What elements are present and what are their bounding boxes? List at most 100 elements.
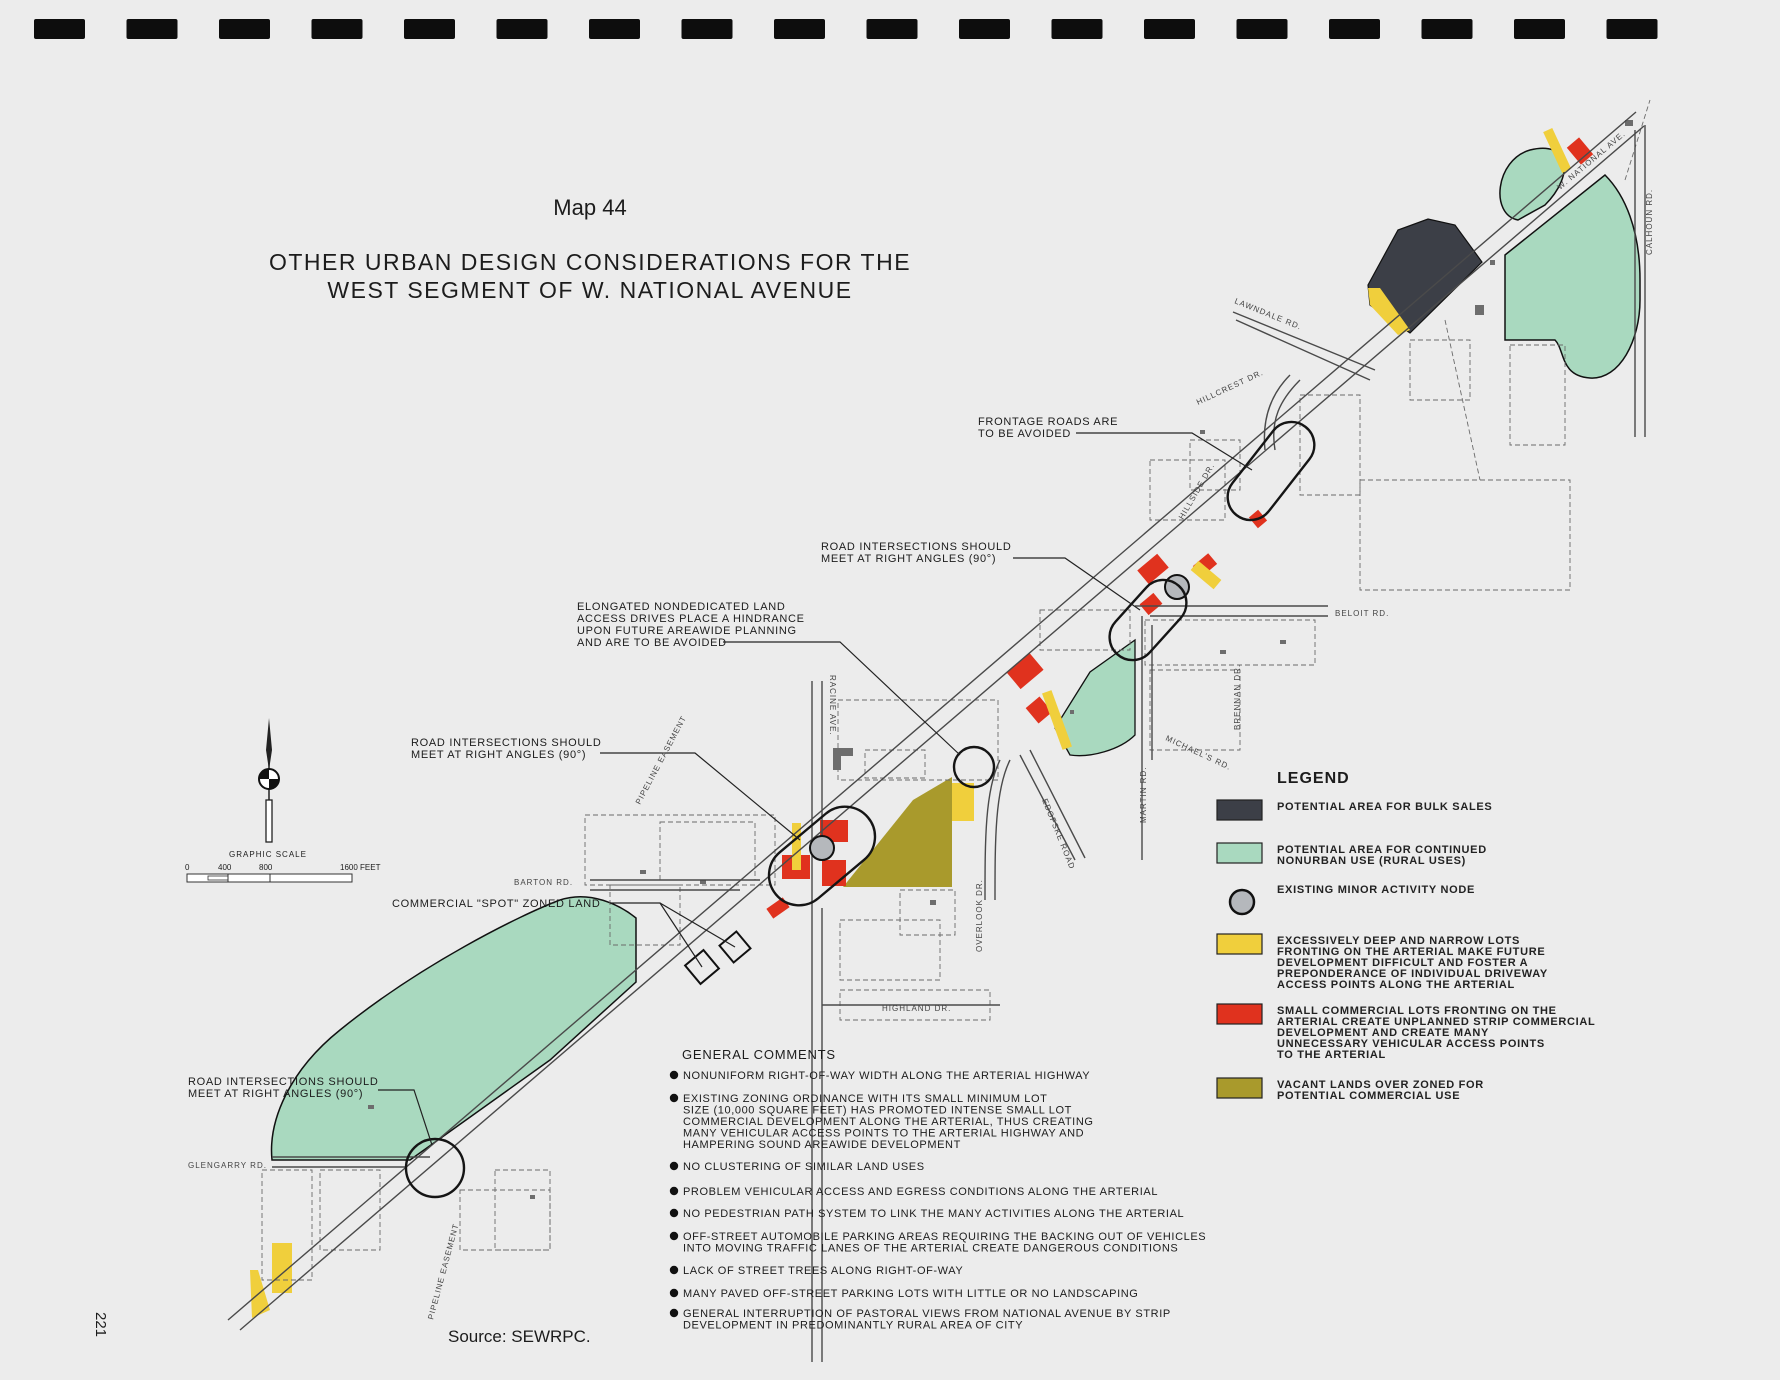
street-label-michaels: MICHAEL'S RD. bbox=[1164, 734, 1233, 772]
legend-swatch bbox=[1216, 842, 1263, 864]
binder-hole bbox=[1144, 19, 1195, 39]
martin-rd-road bbox=[1141, 616, 1153, 860]
street-label-overlook: OVERLOOK DR. bbox=[975, 879, 984, 952]
bullet-icon bbox=[669, 1070, 679, 1080]
binder-hole bbox=[126, 19, 178, 39]
street-label-beloit: BELOIT RD. bbox=[1335, 609, 1389, 618]
street-label-highland: HIGHLAND DR. bbox=[882, 1004, 951, 1013]
graphic-scale: GRAPHIC SCALE 0 400 800 1600 FEET bbox=[185, 850, 381, 883]
general-comment-item: GENERAL INTERRUPTION OF PASTORAL VIEWS F… bbox=[683, 1308, 1171, 1332]
annotation-spot-zoned: COMMERCIAL "SPOT" ZONED LAND bbox=[392, 898, 601, 910]
problem-ring-racine bbox=[767, 805, 877, 907]
general-comment-item: NONUNIFORM RIGHT-OF-WAY WIDTH ALONG THE … bbox=[683, 1070, 1090, 1082]
bullet-icon bbox=[669, 1208, 679, 1218]
annotation-elongated-drives: ELONGATED NONDEDICATED LAND ACCESS DRIVE… bbox=[577, 601, 808, 649]
general-comment-item: NO PEDESTRIAN PATH SYSTEM TO LINK THE MA… bbox=[683, 1208, 1184, 1220]
binder-hole bbox=[34, 19, 85, 39]
map-title-line-1: OTHER URBAN DESIGN CONSIDERATIONS FOR TH… bbox=[269, 249, 911, 275]
binder-hole bbox=[1421, 19, 1473, 39]
legend-swatch-activity-node bbox=[1228, 888, 1256, 916]
legend-item-label: EXISTING MINOR ACTIVITY NODE bbox=[1277, 884, 1475, 896]
beloit-rd-road bbox=[1135, 605, 1328, 617]
legend-swatch bbox=[1216, 1077, 1263, 1099]
commercial-lots bbox=[766, 137, 1594, 919]
rural-area-middle bbox=[1054, 638, 1136, 757]
legend-title: LEGEND bbox=[1277, 770, 1350, 787]
glengarry-rd-road bbox=[272, 1156, 430, 1168]
overlook-dr-road bbox=[984, 759, 1011, 901]
annotation-frontage-roads: FRONTAGE ROADS ARE TO BE AVOIDED bbox=[978, 416, 1122, 440]
leader-lines bbox=[378, 432, 1253, 1146]
legend-swatch bbox=[1216, 799, 1263, 821]
binder-hole bbox=[1514, 19, 1565, 39]
deep-lot-racine-east bbox=[952, 783, 974, 821]
annotation-intersection-upper: ROAD INTERSECTIONS SHOULD MEET AT RIGHT … bbox=[821, 541, 1015, 565]
barton-rd-road bbox=[590, 879, 760, 891]
w-national-ave-road bbox=[227, 111, 1645, 1331]
binder-hole bbox=[219, 19, 270, 39]
street-label-hillcrest: HILLCREST DR. bbox=[1195, 368, 1265, 407]
activity-node-racine bbox=[809, 835, 835, 861]
binder-hole bbox=[589, 19, 640, 39]
bullet-icon bbox=[669, 1265, 679, 1275]
bullet-icon bbox=[669, 1288, 679, 1298]
binder-hole bbox=[1606, 19, 1658, 39]
scale-tick-0: 0 bbox=[185, 863, 190, 872]
binder-hole bbox=[1051, 19, 1103, 39]
general-comments: GENERAL COMMENTS NONUNIFORM RIGHT-OF-WAY… bbox=[669, 1047, 1206, 1332]
problem-ring-beloit bbox=[1108, 578, 1188, 662]
bullet-icon bbox=[669, 1093, 679, 1103]
rural-area-west bbox=[270, 896, 637, 1161]
vacant-lands-area bbox=[843, 777, 952, 887]
street-label-hillside: HILLSIDE DR. bbox=[1177, 461, 1217, 521]
binder-hole bbox=[774, 19, 825, 39]
problem-ring-glengarry bbox=[404, 1137, 466, 1199]
street-label-pipeline-upper: PIPELINE EASEMENT bbox=[634, 714, 689, 806]
map-number: Map 44 bbox=[553, 195, 626, 220]
binder-hole bbox=[496, 19, 548, 39]
hillcrest-dr-road bbox=[1263, 374, 1301, 451]
lawndale-rd-road bbox=[1232, 311, 1376, 381]
binder-hole bbox=[1236, 19, 1288, 39]
annotation-intersection-mid: ROAD INTERSECTIONS SHOULD MEET AT RIGHT … bbox=[411, 737, 605, 761]
bullet-icon bbox=[669, 1161, 679, 1171]
street-label-martin: MARTIN RD. bbox=[1139, 766, 1148, 823]
binder-hole bbox=[866, 19, 918, 39]
bullet-icon bbox=[669, 1186, 679, 1196]
north-arrow-icon bbox=[258, 718, 280, 843]
street-label-barton: BARTON RD. bbox=[514, 878, 573, 887]
legend-swatch bbox=[1216, 933, 1263, 955]
scale-tick-1600: 1600 FEET bbox=[340, 863, 381, 872]
problem-ring-drive bbox=[952, 745, 996, 789]
street-label-brennan: BRENNAN DR. bbox=[1233, 664, 1242, 730]
spot-zoned-lot-2 bbox=[718, 930, 752, 964]
general-comment-item: PROBLEM VEHICULAR ACCESS AND EGRESS COND… bbox=[683, 1186, 1158, 1198]
problem-ring-frontage bbox=[1226, 420, 1316, 522]
source-note: Source: SEWRPC. bbox=[448, 1327, 591, 1346]
bullet-icon bbox=[669, 1231, 679, 1241]
general-comment-item: NO CLUSTERING OF SIMILAR LAND USES bbox=[683, 1161, 925, 1173]
scale-title: GRAPHIC SCALE bbox=[229, 850, 307, 859]
street-label-racine: RACINE AVE. bbox=[828, 675, 837, 736]
general-comment-item: MANY PAVED OFF-STREET PARKING LOTS WITH … bbox=[683, 1288, 1138, 1300]
annotation-intersection-lower: ROAD INTERSECTIONS SHOULD MEET AT RIGHT … bbox=[188, 1076, 382, 1100]
map-title-line-2: WEST SEGMENT OF W. NATIONAL AVENUE bbox=[327, 277, 852, 303]
binder-hole bbox=[681, 19, 733, 39]
street-label-pipeline-lower: PIPELINE EASEMENT bbox=[426, 1222, 460, 1320]
general-comment-item: LACK OF STREET TREES ALONG RIGHT-OF-WAY bbox=[683, 1265, 963, 1277]
scale-tick-800: 800 bbox=[259, 863, 273, 872]
legend-swatch bbox=[1216, 1003, 1263, 1025]
rural-area-east bbox=[1504, 173, 1641, 379]
racine-ave-road bbox=[811, 681, 823, 1362]
general-comments-title: GENERAL COMMENTS bbox=[682, 1047, 836, 1062]
street-label-glengarry: GLENGARRY RD. bbox=[188, 1161, 267, 1170]
buildings bbox=[368, 120, 1633, 1199]
edofske-road bbox=[1019, 749, 1086, 861]
general-comment-item: EXISTING ZONING ORDINANCE WITH ITS SMALL… bbox=[683, 1093, 1094, 1151]
